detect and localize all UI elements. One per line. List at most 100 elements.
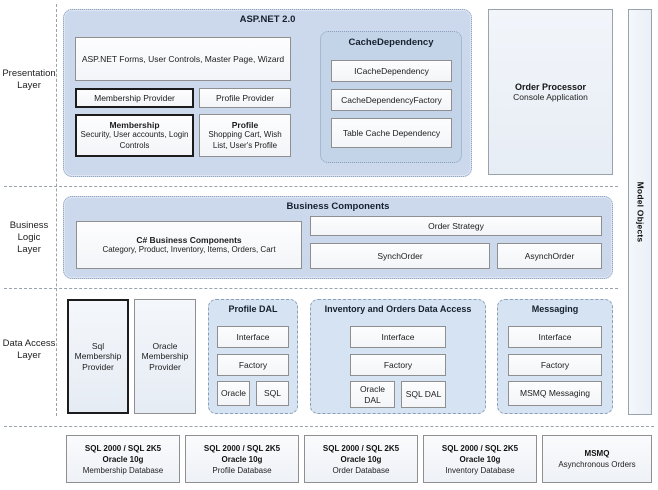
inventory-dal-oracle-box[interactable]: Oracle DAL xyxy=(350,381,395,408)
messaging-interface-box[interactable]: Interface xyxy=(508,326,602,348)
layer-column-divider xyxy=(56,4,57,416)
messaging-interface-label: Interface xyxy=(538,331,572,342)
inventory-dal-oracle-label: Oracle DAL xyxy=(359,384,386,405)
csharp-business-components-box[interactable]: C# Business Components Category, Product… xyxy=(76,221,302,269)
sql-membership-provider-line2: Membership xyxy=(74,351,122,362)
model-objects-label: Model Objects xyxy=(635,181,646,243)
membership-provider-box[interactable]: Membership Provider xyxy=(75,88,194,108)
msmq-db-line3: Asynchronous Orders xyxy=(558,460,636,469)
database-box-inventory[interactable]: SQL 2000 / SQL 2K5 Oracle 10g Inventory … xyxy=(423,435,537,483)
messaging-factory-label: Factory xyxy=(540,359,570,370)
membership-provider-label: Membership Provider xyxy=(94,92,175,103)
order-db-line3: Order Database xyxy=(332,465,390,475)
profile-feature-title: Profile xyxy=(231,119,259,130)
profile-provider-box[interactable]: Profile Provider xyxy=(199,88,291,108)
aspnet-forms-label: ASP.NET Forms, User Controls, Master Pag… xyxy=(81,53,285,64)
membership-db-line3: Membership Database xyxy=(82,465,164,475)
layer-label-presentation: Presentation Layer xyxy=(2,60,56,100)
messaging-title: Messaging xyxy=(531,304,579,314)
oracle-membership-provider-line3: Provider xyxy=(149,361,181,372)
asynchorder-label: AsynchOrder xyxy=(524,250,575,261)
profile-dal-title: Profile DAL xyxy=(228,304,278,314)
order-strategy-box[interactable]: Order Strategy xyxy=(310,216,602,236)
profile-db-line3: Profile Database xyxy=(212,465,272,475)
order-db-line1: SQL 2000 / SQL 2K5 xyxy=(322,443,400,453)
profile-dal-oracle-box[interactable]: Oracle xyxy=(217,381,250,406)
inventory-db-line3: Inventory Database xyxy=(445,465,515,475)
inventory-dal-interface-label: Interface xyxy=(381,331,415,342)
sql-membership-provider-line3: Provider xyxy=(82,361,114,372)
data-access-label-line1: Data Access xyxy=(2,338,56,349)
order-strategy-label: Order Strategy xyxy=(428,220,484,231)
asynchorder-box[interactable]: AsynchOrder xyxy=(497,243,602,269)
profile-dal-interface-label: Interface xyxy=(236,331,270,342)
divider-dataaccess-databases xyxy=(4,426,654,427)
divider-business-dataaccess xyxy=(4,288,618,289)
profile-dal-factory-label: Factory xyxy=(238,359,268,370)
msmq-db-line1: MSMQ xyxy=(584,449,610,458)
model-objects-strip[interactable]: Model Objects xyxy=(628,9,652,415)
cachedependencyfactory-label: CacheDependencyFactory xyxy=(341,94,442,105)
profile-db-line1: SQL 2000 / SQL 2K5 xyxy=(203,443,281,453)
profile-dal-sql-label: SQL xyxy=(263,388,281,399)
inventory-db-line1: SQL 2000 / SQL 2K5 xyxy=(441,443,519,453)
divider-presentation-business xyxy=(4,186,618,187)
layer-label-business: Business Logic Layer xyxy=(2,218,56,258)
profile-dal-oracle-label: Oracle xyxy=(220,388,247,399)
sql-membership-provider-line1: Sql xyxy=(91,340,105,351)
membership-feature-title: Membership xyxy=(109,119,160,130)
icachedependency-box[interactable]: ICacheDependency xyxy=(331,60,452,82)
table-cache-dependency-box[interactable]: Table Cache Dependency xyxy=(331,118,452,148)
business-label-line1: Business Logic xyxy=(9,220,49,243)
inventory-dal-interface-box[interactable]: Interface xyxy=(350,326,446,348)
aspnet-panel-title: ASP.NET 2.0 xyxy=(239,14,296,25)
messaging-msmq-box[interactable]: MSMQ Messaging xyxy=(508,381,602,406)
csharp-business-components-detail: Category, Product, Inventory, Items, Ord… xyxy=(102,245,276,254)
profile-db-line2: Oracle 10g xyxy=(221,454,263,464)
cachedependencyfactory-box[interactable]: CacheDependencyFactory xyxy=(331,89,452,111)
aspnet-forms-box[interactable]: ASP.NET Forms, User Controls, Master Pag… xyxy=(75,37,291,81)
database-box-profile[interactable]: SQL 2000 / SQL 2K5 Oracle 10g Profile Da… xyxy=(185,435,299,483)
csharp-business-components-title: C# Business Components xyxy=(136,234,242,245)
order-db-line2: Oracle 10g xyxy=(340,454,382,464)
profile-provider-label: Profile Provider xyxy=(215,92,275,103)
profile-dal-factory-box[interactable]: Factory xyxy=(217,354,289,376)
profile-dal-sql-box[interactable]: SQL xyxy=(256,381,289,406)
presentation-label-line1: Presentation xyxy=(2,68,56,79)
business-components-title: Business Components xyxy=(286,201,390,212)
order-processor-title: Order Processor xyxy=(514,82,587,92)
membership-feature-box[interactable]: Membership Security, User accounts, Logi… xyxy=(75,114,194,157)
inventory-dal-sql-box[interactable]: SQL DAL xyxy=(401,381,446,408)
messaging-factory-box[interactable]: Factory xyxy=(508,354,602,376)
order-processor-box[interactable]: Order Processor Console Application xyxy=(488,9,613,175)
order-processor-subtitle: Console Application xyxy=(513,92,588,102)
database-box-order[interactable]: SQL 2000 / SQL 2K5 Oracle 10g Order Data… xyxy=(304,435,418,483)
profile-feature-detail: Shopping Cart, Wish List, User's Profile xyxy=(208,130,282,150)
synchorder-box[interactable]: SynchOrder xyxy=(310,243,490,269)
sql-membership-provider-box[interactable]: Sql Membership Provider xyxy=(67,299,129,414)
oracle-membership-provider-line2: Membership xyxy=(141,351,189,362)
inventory-db-line2: Oracle 10g xyxy=(459,454,501,464)
database-box-msmq[interactable]: MSMQ Asynchronous Orders xyxy=(542,435,652,483)
membership-db-line2: Oracle 10g xyxy=(102,454,144,464)
inventory-dal-title: Inventory and Orders Data Access xyxy=(324,304,472,314)
data-access-label-line2: Layer xyxy=(17,350,41,361)
oracle-membership-provider-line1: Oracle xyxy=(152,340,178,351)
presentation-label-line2: Layer xyxy=(17,80,41,91)
membership-db-line1: SQL 2000 / SQL 2K5 xyxy=(84,443,162,453)
database-box-membership[interactable]: SQL 2000 / SQL 2K5 Oracle 10g Membership… xyxy=(66,435,180,483)
business-label-line2: Layer xyxy=(17,244,41,255)
inventory-dal-sql-label: SQL DAL xyxy=(405,389,442,400)
layer-label-data-access: Data Access Layer xyxy=(2,330,56,370)
inventory-dal-factory-label: Factory xyxy=(383,359,413,370)
cachedependency-title: CacheDependency xyxy=(348,37,434,48)
membership-feature-detail: Security, User accounts, Login Controls xyxy=(80,130,189,150)
profile-feature-box[interactable]: Profile Shopping Cart, Wish List, User's… xyxy=(199,114,291,157)
synchorder-label: SynchOrder xyxy=(377,250,423,261)
oracle-membership-provider-box[interactable]: Oracle Membership Provider xyxy=(134,299,196,414)
profile-dal-interface-box[interactable]: Interface xyxy=(217,326,289,348)
inventory-dal-factory-box[interactable]: Factory xyxy=(350,354,446,376)
messaging-msmq-label: MSMQ Messaging xyxy=(520,388,590,399)
icachedependency-label: ICacheDependency xyxy=(354,65,429,76)
